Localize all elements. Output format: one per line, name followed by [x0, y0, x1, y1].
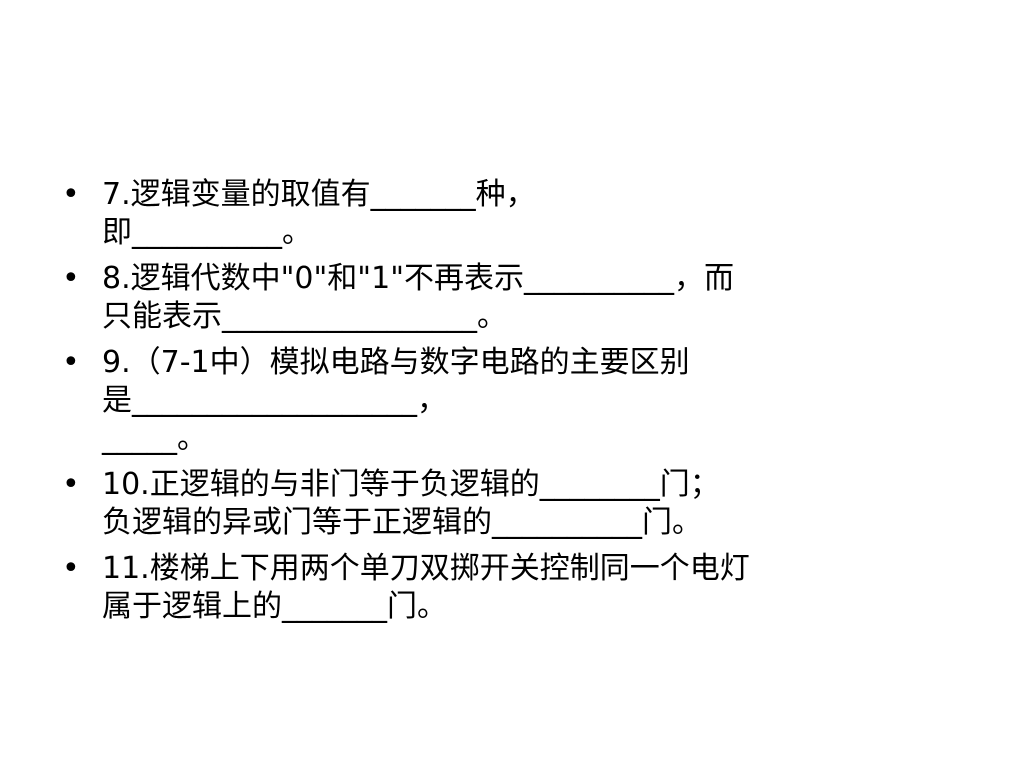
question-9-line-1: 9.（7-1中）模拟电路与数字电路的主要区别: [102, 345, 690, 380]
question-7-line-2: 即__________。: [102, 215, 312, 250]
bullet-icon: •: [62, 467, 80, 502]
question-11: • 11.楼梯上下用两个单刀双掷开关控制同一个电灯 属于逻辑上的_______门…: [62, 550, 962, 626]
question-8: • 8.逻辑代数中"0"和"1"不再表示__________，而 只能表示___…: [62, 260, 962, 336]
question-8-line-1: 8.逻辑代数中"0"和"1"不再表示__________，而: [102, 261, 734, 296]
bullet-icon: •: [62, 345, 80, 380]
question-7-line-1: 7.逻辑变量的取值有_______种，: [102, 177, 536, 212]
bullet-icon: •: [62, 261, 80, 296]
question-9: • 9.（7-1中）模拟电路与数字电路的主要区别 是______________…: [62, 344, 962, 458]
question-11-line-1: 11.楼梯上下用两个单刀双掷开关控制同一个电灯: [102, 551, 750, 586]
bullet-icon: •: [62, 177, 80, 212]
question-9-line-3: _____。: [102, 421, 207, 456]
question-10-line-2: 负逻辑的异或门等于正逻辑的__________门。: [102, 505, 702, 540]
question-8-line-2: 只能表示_________________。: [102, 299, 507, 334]
question-11-line-2: 属于逻辑上的_______门。: [102, 589, 447, 624]
question-7: • 7.逻辑变量的取值有_______种， 即__________。: [62, 176, 962, 252]
question-list: • 7.逻辑变量的取值有_______种， 即__________。 • 8.逻…: [62, 176, 962, 634]
question-10-line-1: 10.正逻辑的与非门等于负逻辑的________门；: [102, 467, 720, 502]
question-10: • 10.正逻辑的与非门等于负逻辑的________门； 负逻辑的异或门等于正逻…: [62, 466, 962, 542]
question-9-line-2: 是___________________，: [102, 383, 447, 418]
bullet-icon: •: [62, 551, 80, 586]
